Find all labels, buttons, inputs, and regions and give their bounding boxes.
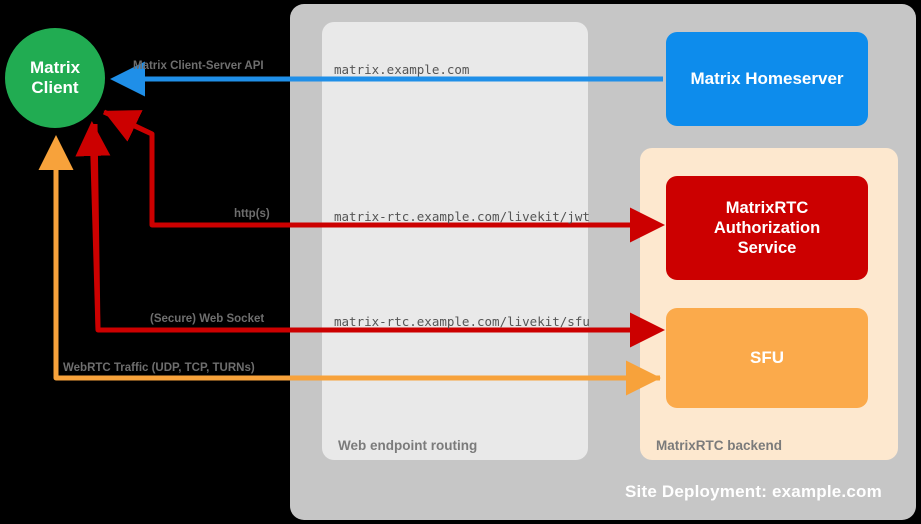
auth-service-line1: MatrixRTC [725, 198, 809, 217]
sfu-label: SFU [750, 348, 784, 367]
endpoint-livekit-jwt: matrix-rtc.example.com/livekit/jwt [334, 209, 590, 224]
auth-service-line2: Authorization [713, 218, 821, 237]
node-matrix-homeserver[interactable]: Matrix Homeserver [666, 32, 868, 126]
endpoint-livekit-sfu: matrix-rtc.example.com/livekit/sfu [334, 314, 590, 329]
node-sfu[interactable]: SFU [666, 308, 868, 408]
auth-service-line3: Service [737, 239, 797, 258]
matrix-client-line1: Matrix [29, 58, 81, 78]
matrix-client-line2: Client [31, 78, 79, 97]
matrixrtc-backend-label: MatrixRTC backend [656, 438, 783, 453]
node-matrixrtc-authorization-service[interactable]: MatrixRTC Authorization Service [666, 176, 868, 280]
edge-label-matrix-client-server-api: Matrix Client-Server API [133, 60, 264, 72]
web-endpoint-routing-label: Web endpoint routing [338, 438, 478, 453]
edge-label-web-socket: (Secure) Web Socket [150, 313, 265, 325]
site-deployment-label: Site Deployment: example.com [625, 482, 882, 501]
web-endpoint-routing-zone [322, 22, 588, 460]
edge-label-http: http(s) [234, 208, 270, 220]
matrix-homeserver-label: Matrix Homeserver [690, 69, 844, 88]
node-matrix-client[interactable]: Matrix Client [5, 28, 105, 128]
edge-label-webrtc-traffic: WebRTC Traffic (UDP, TCP, TURNs) [63, 362, 255, 374]
endpoint-matrix-example-com: matrix.example.com [334, 62, 470, 77]
